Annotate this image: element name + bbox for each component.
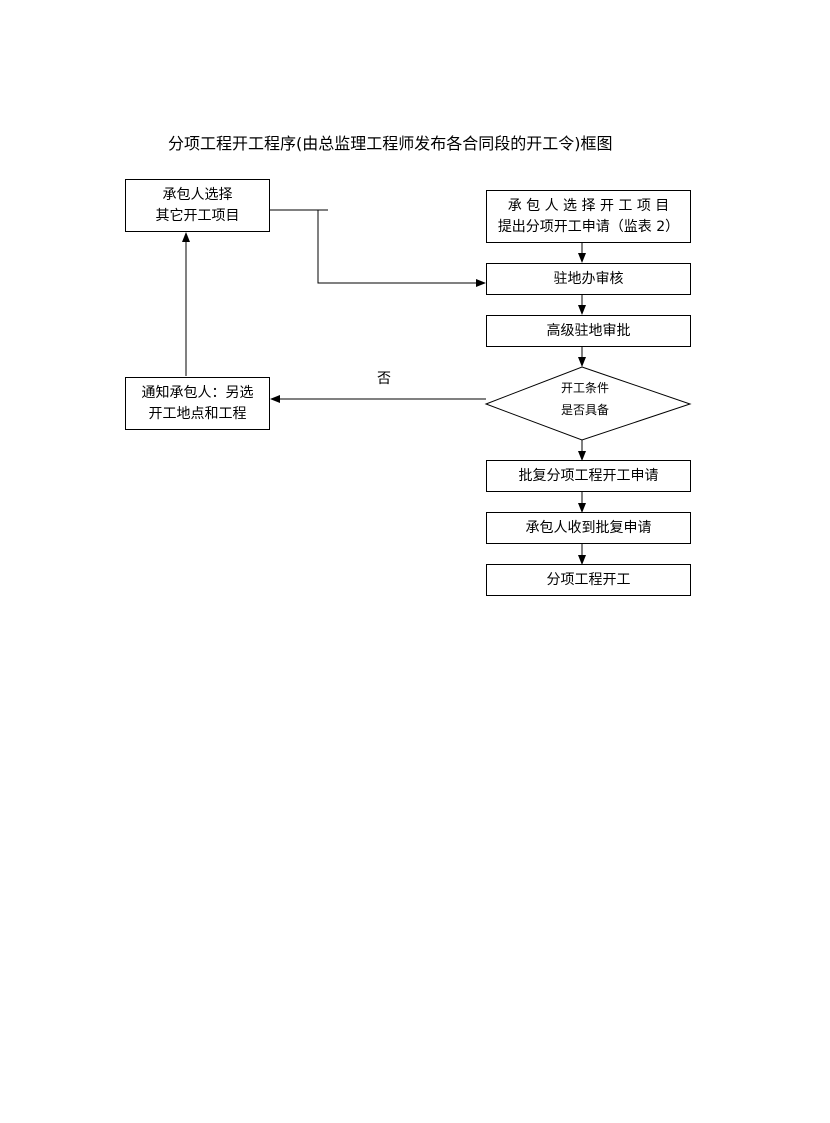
node-text-line: 开工地点和工程 <box>148 405 247 422</box>
arrow-select-other-to-review <box>270 209 486 287</box>
node-text-line: 是否具备 <box>560 403 609 417</box>
node-text-line: 其它开工项目 <box>155 207 240 224</box>
node-text: 批复分项工程开工申请 <box>518 467 659 484</box>
decision-diamond <box>484 366 692 441</box>
node-contractor-receives: 承包人收到批复申请 <box>486 512 691 544</box>
node-approve-application: 批复分项工程开工申请 <box>486 460 691 492</box>
node-text-line: 承包人选择 <box>162 186 233 203</box>
node-text: 驻地办审核 <box>553 270 624 287</box>
diagram-title: 分项工程开工程序(由总监理工程师发布各合同段的开工令)框图 <box>168 134 613 153</box>
node-subproject-start: 分项工程开工 <box>486 564 691 596</box>
node-text: 分项工程开工 <box>546 571 631 588</box>
node-contractor-select-apply: 承 包 人 选 择 开 工 项 目 提出分项开工申请（监表 2） <box>486 190 691 243</box>
node-text-line: 提出分项开工申请（监表 2） <box>497 218 680 235</box>
node-senior-resident-approve: 高级驻地审批 <box>486 315 691 347</box>
edge-label-no: 否 <box>377 371 391 387</box>
node-text-line: 通知承包人：另选 <box>141 384 254 401</box>
node-contractor-select-other: 承包人选择 其它开工项目 <box>125 179 270 232</box>
node-text-line: 开工条件 <box>560 381 609 395</box>
node-text: 高级驻地审批 <box>546 322 631 339</box>
node-text-line: 承 包 人 选 择 开 工 项 目 <box>507 197 670 214</box>
node-notify-contractor: 通知承包人：另选 开工地点和工程 <box>125 377 270 430</box>
node-text: 承包人收到批复申请 <box>525 519 652 536</box>
node-resident-review: 驻地办审核 <box>486 263 691 295</box>
node-condition-check: 开工条件 是否具备 <box>520 377 650 421</box>
